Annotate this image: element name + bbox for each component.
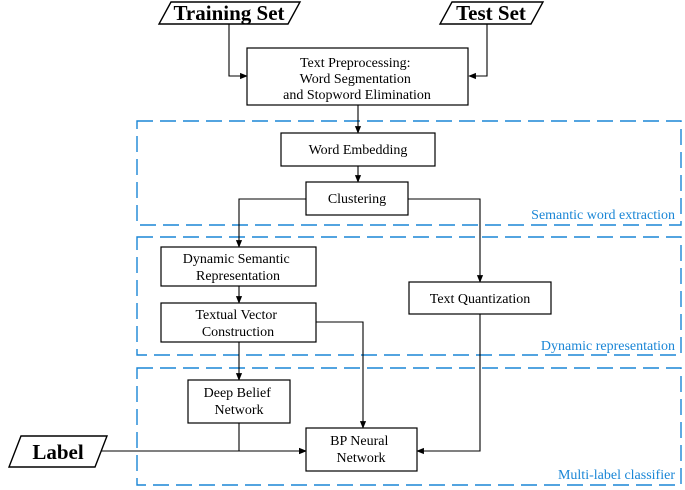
dynamic-semantic-line-1: Dynamic Semantic: [183, 252, 290, 267]
edge-deep-belief-to-bp: [238, 423, 307, 455]
region-dynamic-representation: Dynamic representation: [136, 236, 682, 356]
clustering-label: Clustering: [328, 192, 386, 207]
edge-test-to-preprocessing: [468, 24, 488, 80]
edge-textual-vector-to-bp: [316, 321, 367, 429]
svg-text:Dynamic Semantic Represe: Dynamic Semantic Representation: [183, 252, 293, 284]
svg-text:Textual Vector Construct: Textual Vector Construction: [195, 308, 280, 340]
textual-vector-line-1: Textual Vector: [195, 308, 277, 323]
deep-belief-line-2: Network: [215, 403, 264, 418]
preprocessing-line-3: and Stopword Elimination: [283, 88, 431, 103]
test-set-label: Test Set: [456, 1, 526, 25]
node-clustering: Clustering: [305, 181, 409, 216]
edge-quantization-to-bp: [416, 314, 481, 455]
bp-neural-line-1: BP Neural: [330, 434, 388, 449]
region-multi-label-classifier: Multi-label classifier: [136, 367, 682, 486]
edge-clustering-to-quantization: [408, 198, 484, 283]
svg-text:Text Preprocessing: Word: Text Preprocessing: Word Segmentation an…: [283, 56, 431, 103]
edge-training-to-preprocessing: [228, 24, 248, 80]
training-set-label: Training Set: [173, 1, 284, 25]
region-label-dynamic: Dynamic representation: [541, 339, 675, 354]
region-semantic-word-extraction: Semantic word extraction: [136, 120, 682, 226]
preprocessing-line-1: Text Preprocessing:: [300, 56, 411, 71]
edge-clustering-to-dynamic-semantic: [235, 198, 306, 248]
node-textual-vector-construction: Textual Vector Construction: [160, 302, 317, 343]
word-embedding-label: Word Embedding: [309, 143, 408, 158]
input-training-set: Training Set: [157, 1, 302, 25]
svg-text:Deep Belief Network: Deep Belief Network: [204, 386, 275, 418]
input-test-set: Test Set: [438, 1, 545, 25]
text-quantization-label: Text Quantization: [430, 292, 531, 307]
node-word-embedding: Word Embedding: [280, 132, 436, 167]
input-label: Label: [7, 435, 109, 468]
node-bp-neural-network: BP Neural Network: [305, 427, 418, 472]
preprocessing-line-2: Word Segmentation: [300, 72, 411, 87]
bp-neural-line-2: Network: [337, 451, 386, 466]
node-dynamic-semantic-representation: Dynamic Semantic Representation: [160, 246, 317, 287]
textual-vector-line-2: Construction: [202, 325, 274, 340]
label-input-label: Label: [32, 440, 84, 464]
svg-text:BP Neural Network: BP Neural Network: [330, 434, 392, 466]
deep-belief-line-1: Deep Belief: [204, 386, 272, 401]
region-label-classifier: Multi-label classifier: [558, 468, 675, 483]
region-label-semantic: Semantic word extraction: [531, 208, 675, 223]
node-text-quantization: Text Quantization: [408, 281, 552, 315]
edges: [97, 24, 488, 455]
node-text-preprocessing: Text Preprocessing: Word Segmentation an…: [246, 47, 469, 106]
node-deep-belief-network: Deep Belief Network: [187, 379, 291, 424]
dynamic-semantic-line-2: Representation: [196, 269, 280, 284]
